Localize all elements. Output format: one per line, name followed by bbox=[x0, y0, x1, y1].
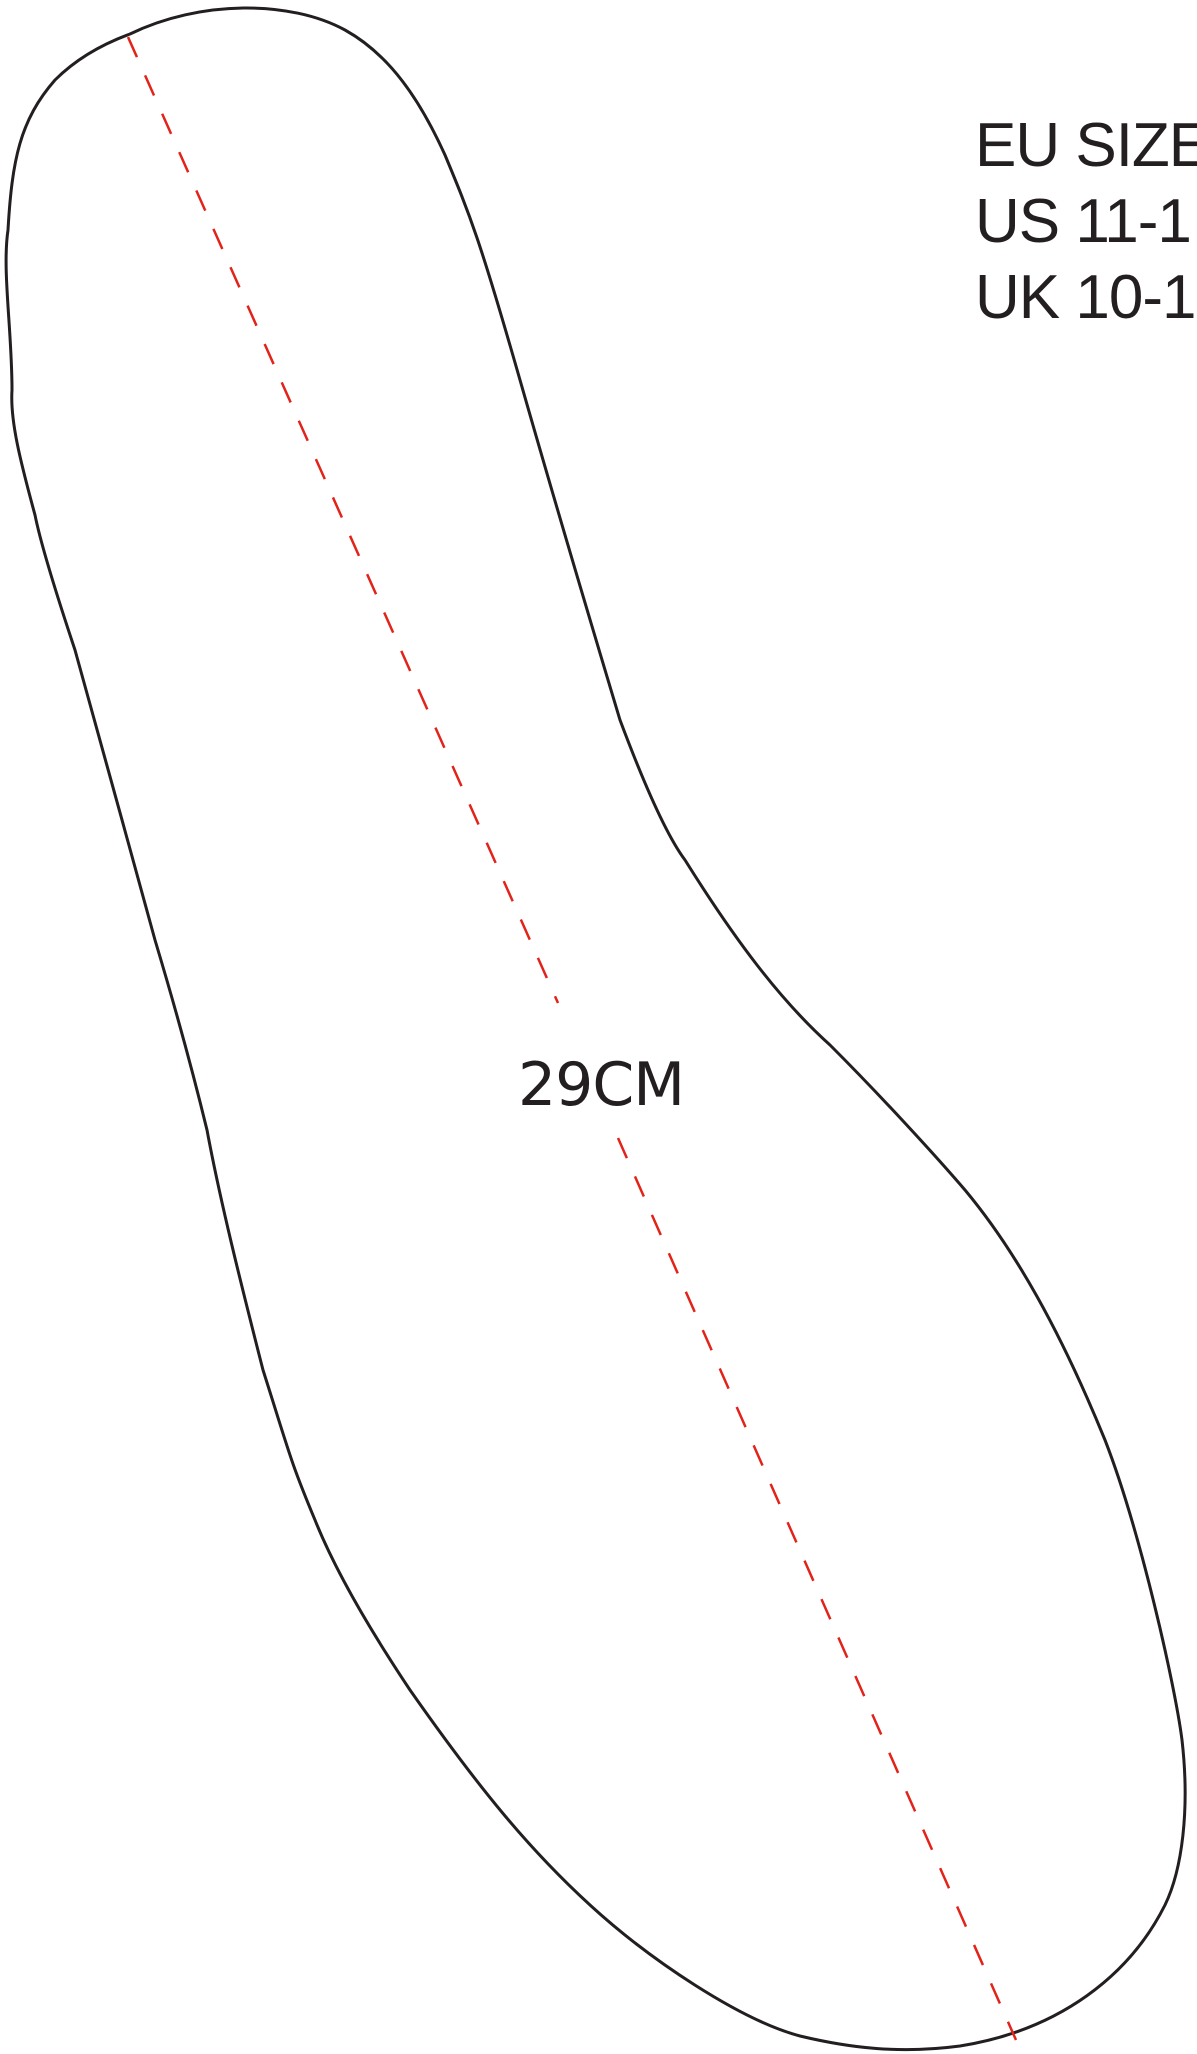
size-eu: EU SIZE bbox=[975, 111, 1197, 180]
size-us: US 11-1 bbox=[975, 187, 1192, 256]
insole-outline bbox=[4, 6, 1187, 2052]
size-uk: UK 10-1 bbox=[975, 263, 1196, 332]
size-chart: EU SIZE US 11-1 UK 10-1 bbox=[975, 108, 1197, 336]
length-label: 29CM bbox=[518, 1050, 685, 1120]
measure-line-lower bbox=[616, 1137, 1018, 2041]
measure-line-upper bbox=[126, 36, 560, 1004]
